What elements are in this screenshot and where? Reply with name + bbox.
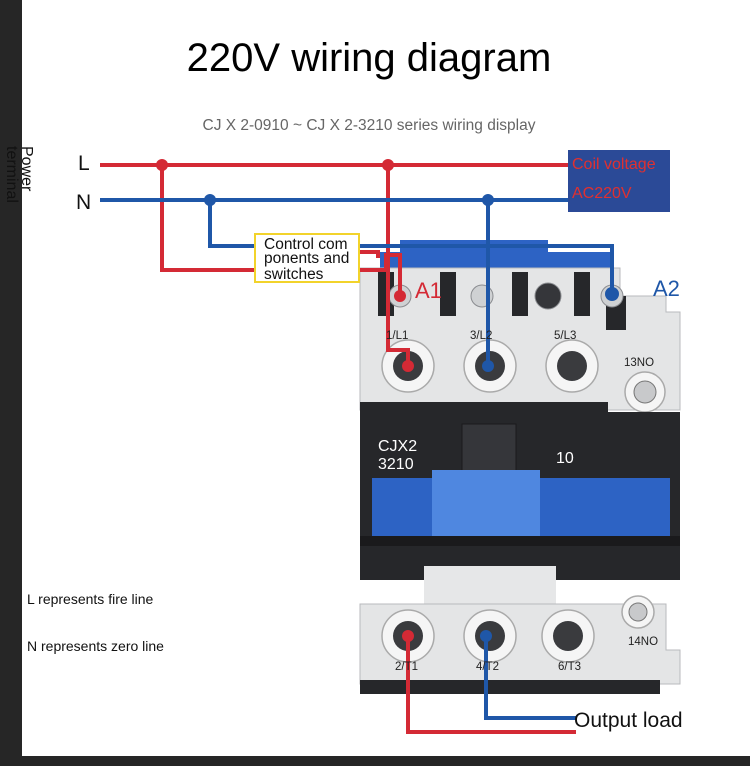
coil-voltage-text: Coil voltage [572, 156, 656, 173]
terminal-6-t3: 6/T3 [558, 661, 582, 673]
terminal-a2-label: A2 [653, 276, 680, 301]
rib [574, 272, 590, 316]
terminal-4-t2: 4/T2 [476, 661, 500, 673]
rib [440, 272, 456, 316]
rib [512, 272, 528, 316]
terminal-3-l2: 3/L2 [470, 330, 493, 342]
model-line2: 3210 [378, 456, 414, 473]
note-live-line: L represents fire line [27, 591, 154, 607]
neutral-line-label: N [76, 191, 92, 214]
control-components-box: Control com ponents and switches [254, 233, 360, 283]
power-label-line2: terminal [3, 146, 20, 203]
control-text-line3: switches [264, 266, 324, 283]
terminal-2-t1: 2/T1 [395, 661, 419, 673]
output-load-label: Output load [574, 709, 683, 732]
note-neutral-line: N represents zero line [27, 638, 164, 654]
terminal-5-l3: 5/L3 [554, 330, 577, 342]
model-line1: CJX2 [378, 438, 418, 455]
junction-dots [156, 159, 619, 642]
power-terminal-label: Power terminal [3, 146, 35, 203]
terminal-13no: 13NO [624, 357, 655, 369]
bottom-terminal-screws [381, 595, 655, 663]
screw-hole [534, 282, 562, 310]
neutral-wiring [100, 198, 614, 720]
contact-type: 10 [556, 450, 574, 467]
coil-voltage-box: Coil voltage AC220V [568, 150, 670, 212]
coil-voltage-value: AC220V [572, 185, 632, 202]
terminal-14no: 14NO [628, 636, 659, 648]
terminal-a1-label: A1 [415, 278, 442, 303]
blue-slider-tab [432, 470, 540, 544]
bottom-foot [360, 680, 660, 694]
page-subtitle: CJ X 2-0910 ~ CJ X 2-3210 series wiring … [202, 117, 536, 134]
control-text-line2: ponents and [264, 250, 350, 267]
terminal-1-l1: 1/L1 [386, 330, 409, 342]
page-title: 220V wiring diagram [186, 36, 552, 80]
slider-groove [360, 536, 680, 546]
live-line-label: L [78, 152, 90, 175]
control-text-line1: Control com [264, 236, 348, 253]
power-label-line1: Power [18, 146, 35, 192]
